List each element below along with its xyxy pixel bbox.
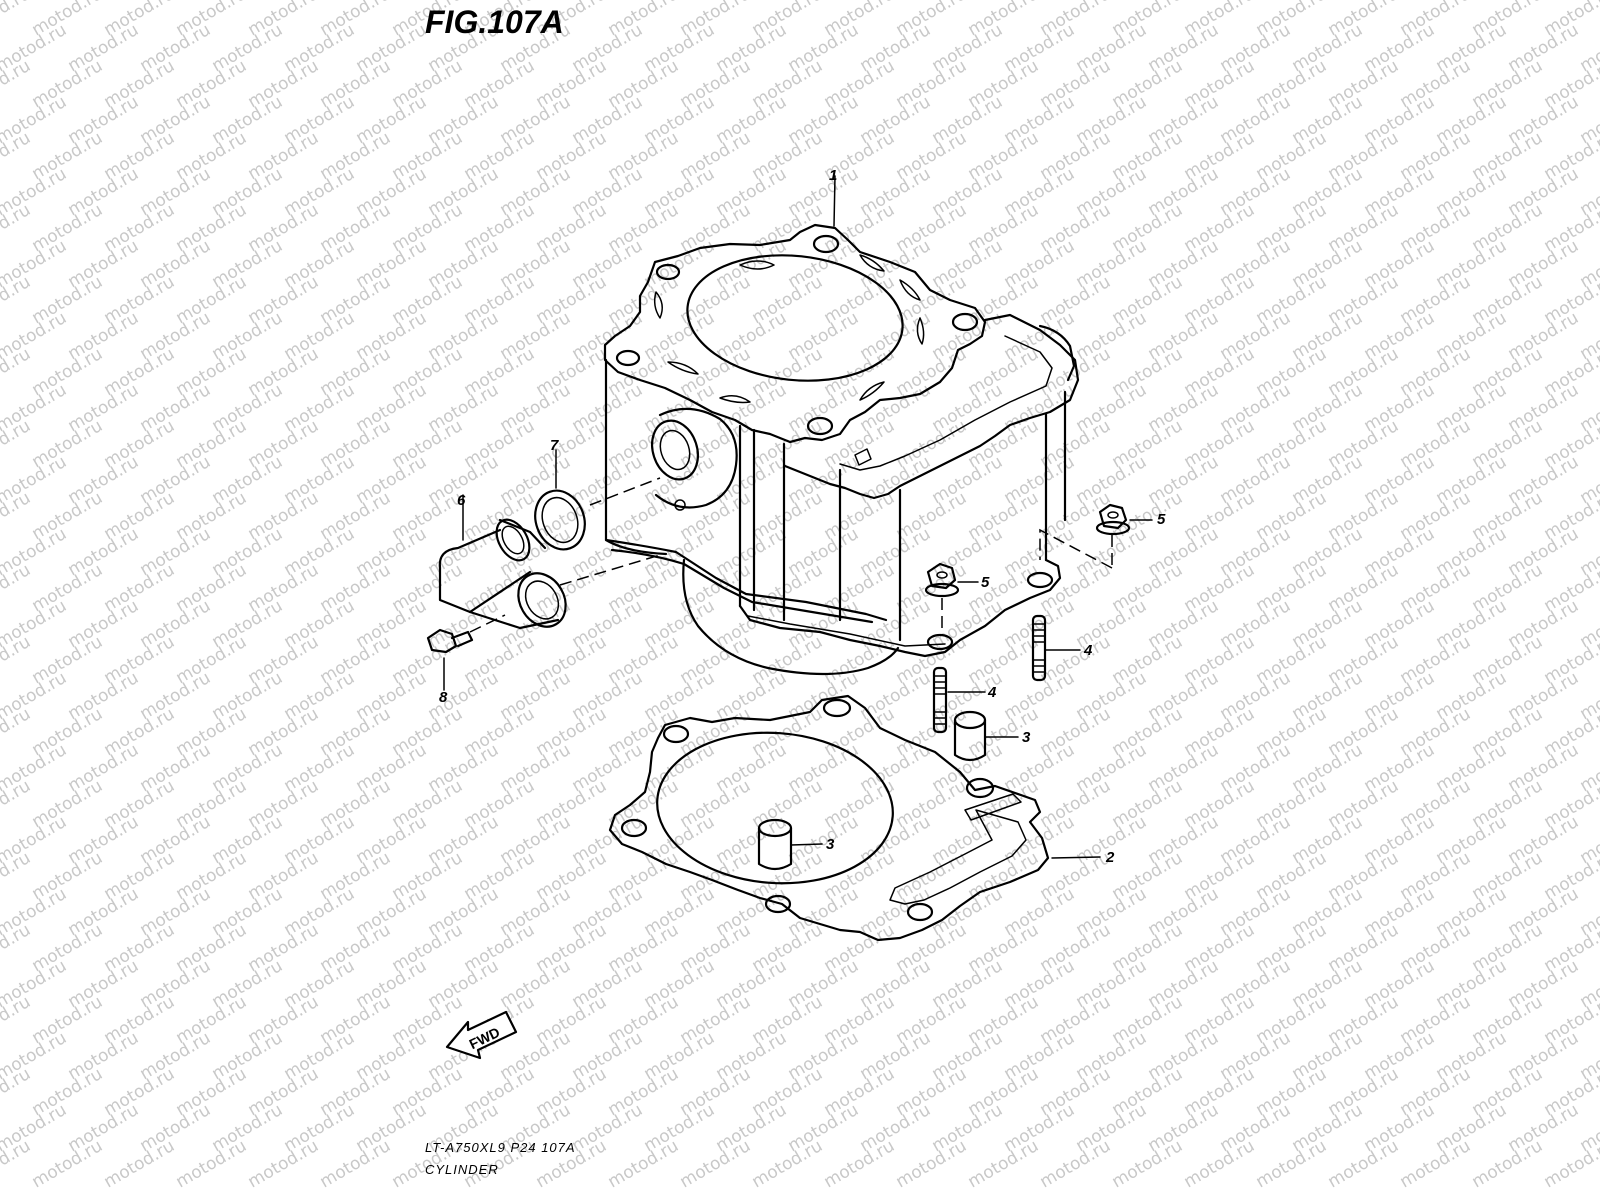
o-ring [534,449,661,551]
flange-nut-right [1039,503,1153,569]
callout-3-lower: 3 [826,836,835,853]
dowel-pin-lower [757,818,823,871]
callout-5-left: 5 [981,574,990,591]
callout-1: 1 [829,167,837,184]
cylinder-block [603,175,1080,676]
figure-title: FIG.107A [425,4,564,40]
callout-2: 2 [1105,849,1115,866]
flange-nut-left [924,562,979,636]
dowel-pin-upper [953,710,1019,762]
watermark-text: motod.ru [1577,0,1600,4]
base-gasket [608,694,1101,942]
callout-4-left: 4 [987,684,997,701]
stud-bolt-right [1031,614,1081,682]
callouts: 1 2 3 3 4 4 5 5 6 7 8 [439,167,1166,866]
pipe-bolt [426,614,506,691]
callout-5-right: 5 [1157,511,1166,528]
callout-3-upper: 3 [1022,729,1031,746]
callout-7: 7 [550,437,559,454]
model-code: LT-A750XL9 P24 107A [425,1140,576,1155]
watermark-text: motod.ru [0,0,34,40]
callout-6: 6 [457,492,466,509]
callout-4-right: 4 [1083,642,1093,659]
callout-8: 8 [439,689,448,706]
stud-bolt-left [932,666,986,734]
water-inlet-pipe [438,494,661,630]
section-name: CYLINDER [425,1162,499,1177]
